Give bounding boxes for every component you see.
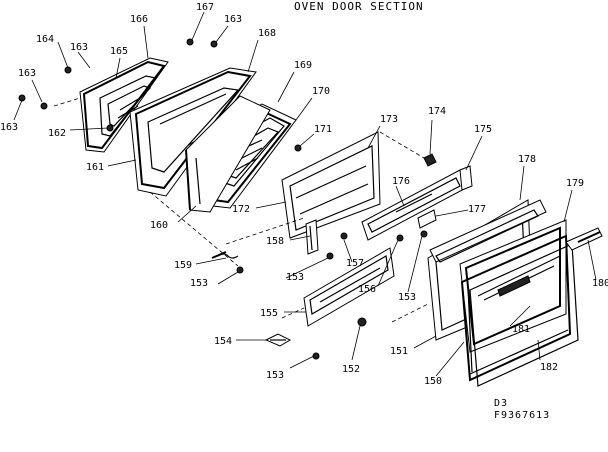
door-baffle: [361, 169, 467, 241]
part-label: 155: [260, 308, 279, 319]
part-label: 153: [266, 370, 285, 381]
window-glass: [459, 219, 567, 353]
diagram-title: OVEN DOOR SECTION: [294, 0, 424, 13]
hinge-strip: [565, 227, 603, 251]
window-frame: [460, 234, 572, 382]
part-label: 153: [286, 272, 305, 283]
part-label: 162: [48, 128, 67, 139]
door-liner: [185, 95, 271, 213]
part-label: 170: [312, 86, 331, 97]
part-label: 150: [424, 376, 443, 387]
part-label: 178: [518, 154, 537, 165]
part-label: 175: [474, 124, 493, 135]
part-label: 153: [398, 292, 417, 303]
part-label: 152: [342, 364, 361, 375]
part-label: 158: [266, 236, 285, 247]
part-label: 153: [190, 278, 209, 289]
part-label: 163: [70, 42, 89, 53]
part-label: 161: [86, 162, 105, 173]
vent-tube: [459, 165, 473, 191]
insulation-panel: [281, 131, 381, 239]
part-label: 168: [258, 28, 277, 39]
part-label: 173: [380, 114, 399, 125]
part-label: 177: [468, 204, 487, 215]
part-label: 179: [566, 178, 585, 189]
hinge-bracket: [305, 219, 319, 255]
part-label: 182: [540, 362, 559, 373]
latch-bracket: [417, 209, 437, 229]
part-label: 163: [0, 122, 19, 133]
part-label: 180: [592, 278, 608, 289]
diagram-code-line1: D3: [494, 398, 509, 409]
latch-clip: [423, 153, 437, 167]
diagram-code-line2: F9367613: [494, 410, 551, 421]
part-label: 176: [392, 176, 411, 187]
part-label: 163: [224, 14, 243, 25]
part-label: 166: [130, 14, 149, 25]
part-label: 167: [196, 2, 215, 13]
part-label: 151: [390, 346, 409, 357]
part-label: 157: [346, 258, 365, 269]
part-label: 159: [174, 260, 193, 271]
part-label: 165: [110, 46, 129, 57]
part-label: 156: [358, 284, 377, 295]
part-label: 181: [512, 324, 531, 335]
part-label: 169: [294, 60, 313, 71]
part-label: 172: [232, 204, 251, 215]
part-label: 163: [18, 68, 37, 79]
glass-retainer: [429, 199, 547, 263]
part-label: 164: [36, 34, 55, 45]
door-spring: [211, 251, 239, 259]
door-gasket: [469, 243, 579, 387]
door-handle-plate: [303, 247, 395, 327]
part-label: 160: [150, 220, 169, 231]
part-label: 174: [428, 106, 447, 117]
handle-clip: [264, 333, 292, 347]
part-label: 171: [314, 124, 333, 135]
leader-lines: [13, 11, 597, 377]
alignment-lines: [53, 97, 429, 323]
part-label: 154: [214, 336, 233, 347]
